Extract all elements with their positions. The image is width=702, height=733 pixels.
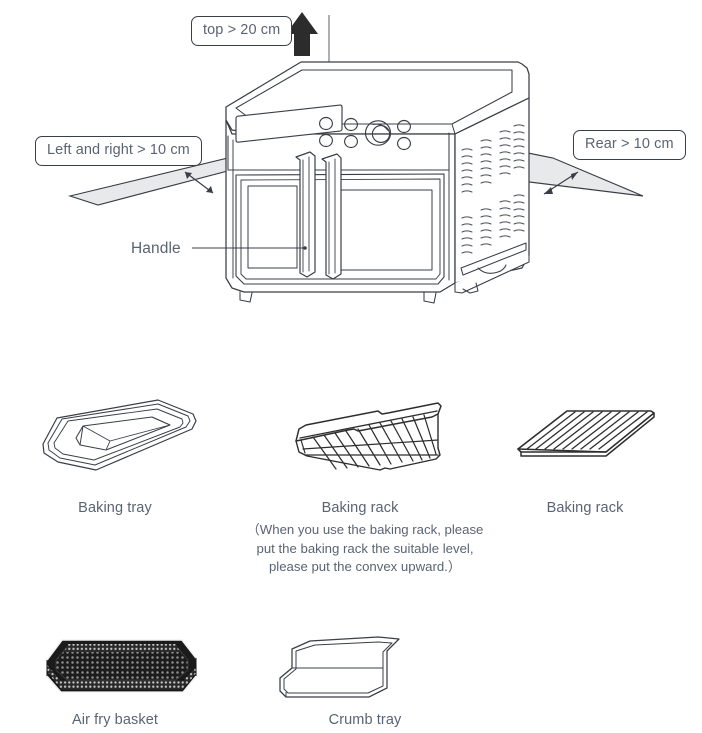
- callout-rear-clearance: Rear > 10 cm: [573, 130, 686, 160]
- crumb-tray-icon: [279, 636, 400, 698]
- note-line-2: put the baking rack the suitable level,: [256, 540, 474, 556]
- caption-air-fry-basket: Air fry basket: [71, 712, 158, 728]
- clearance-plane-rear: [512, 151, 644, 197]
- callout-left-right-clearance: Left and right > 10 cm: [35, 136, 202, 166]
- caption-crumb-tray: Crumb tray: [328, 712, 402, 728]
- oven-illustration: [225, 61, 530, 304]
- caption-baking-tray: Baking tray: [78, 500, 152, 516]
- baking-rack-note: （When you use the baking rack, please pu…: [205, 521, 525, 577]
- note-line-1: （When you use the baking rack, please: [246, 522, 484, 537]
- baking-tray-icon: [42, 399, 197, 471]
- clearance-plane-left: [67, 157, 259, 206]
- up-arrow-icon: [286, 12, 318, 56]
- caption-baking-rack-1: Baking rack: [321, 500, 399, 516]
- baking-rack-wire-icon: [295, 402, 442, 471]
- handle-leader-line: [192, 246, 307, 250]
- handle-label: Handle: [131, 240, 181, 257]
- caption-baking-rack-2: Baking rack: [546, 500, 624, 516]
- air-fry-basket-icon: [46, 639, 197, 693]
- callout-top-clearance: top > 20 cm: [191, 16, 293, 46]
- note-line-3: please put the convex upward.）: [268, 559, 462, 575]
- baking-rack-flat-icon: [517, 410, 655, 457]
